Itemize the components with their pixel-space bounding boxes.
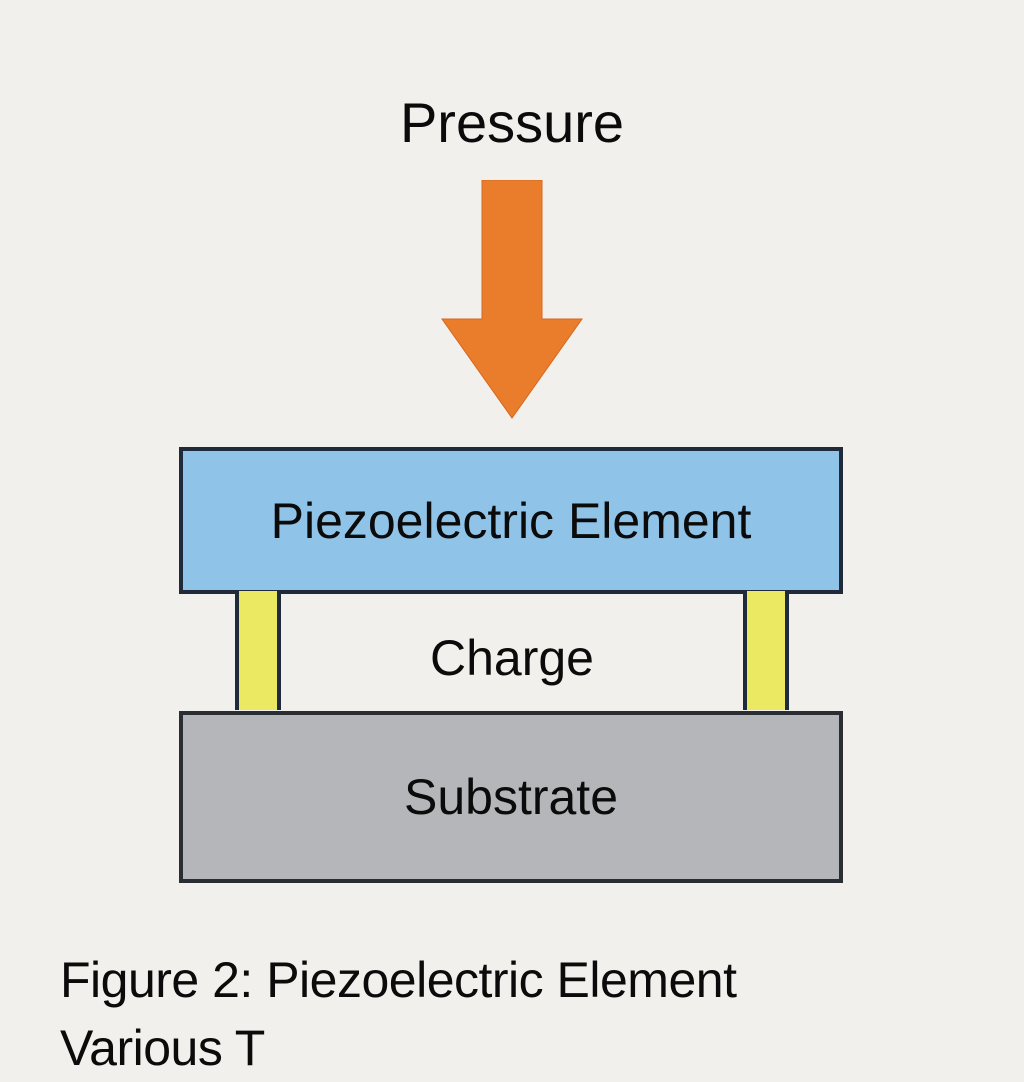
caption-line-2: Various T xyxy=(60,1020,265,1076)
pressure-label: Pressure xyxy=(399,91,625,154)
substrate: Substrate xyxy=(179,711,843,883)
down-arrow-icon xyxy=(441,180,583,419)
piezoelectric-element: Piezoelectric Element xyxy=(179,447,843,594)
charge-label: Charge xyxy=(430,630,594,686)
electrode-left xyxy=(235,591,281,710)
electrode-right xyxy=(743,591,789,710)
pressure-arrow xyxy=(441,180,583,419)
caption-line-1: Figure 2: Piezoelectric Element xyxy=(60,952,737,1008)
piezo-label: Piezoelectric Element xyxy=(270,492,752,549)
substrate-label: Substrate xyxy=(403,769,618,825)
figure-caption: Figure 2: Piezoelectric Element Various … xyxy=(60,946,1020,1082)
